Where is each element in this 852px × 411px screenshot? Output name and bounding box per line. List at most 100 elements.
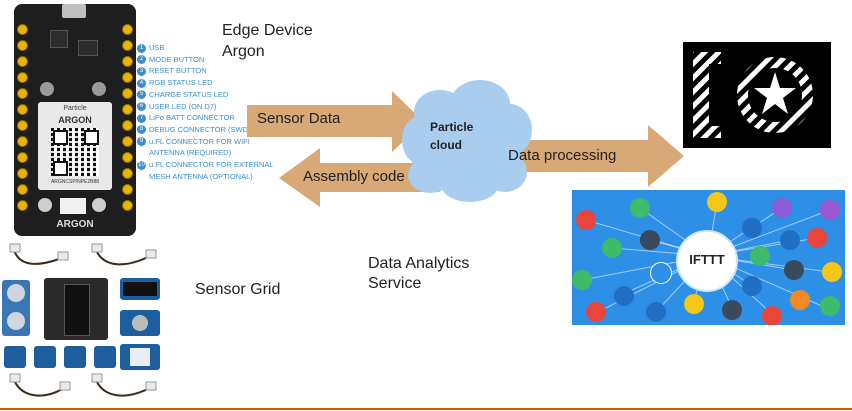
star-icon	[586, 302, 606, 322]
tv-icon	[822, 262, 842, 282]
adafruit-star-icon	[754, 72, 796, 114]
sensor-data-label: Sensor Data	[257, 110, 341, 127]
board-pin	[17, 72, 28, 83]
list-icon	[576, 210, 596, 230]
adafruit-io-logo	[683, 42, 831, 148]
analytics-label-line1: Data Analytics	[368, 255, 470, 272]
people-icon	[750, 246, 770, 266]
data-processing-arrow	[497, 125, 684, 187]
calendar-icon	[780, 230, 800, 250]
particle-cloud-shape	[402, 80, 532, 202]
data-processing-label: Data processing	[508, 147, 617, 164]
legend-number: 6	[137, 102, 146, 112]
reset-button	[92, 82, 106, 96]
board-pin	[122, 200, 133, 211]
legend-label: LiPo BATT CONNECTOR	[149, 113, 235, 123]
chart-icon	[820, 296, 840, 316]
board-pin	[17, 24, 28, 35]
mail-icon	[614, 286, 634, 306]
board-pin	[122, 40, 133, 51]
small-sensor	[4, 346, 26, 368]
board-pin	[122, 72, 133, 83]
legend-label: CHARGE STATUS LED	[149, 89, 229, 99]
chip	[50, 30, 68, 48]
antenna-connector	[38, 198, 52, 212]
board-pin	[122, 24, 133, 35]
qr-code	[51, 128, 99, 176]
sensor-grid-label: Sensor Grid	[195, 281, 281, 298]
cloud-label-line1: Particle	[430, 120, 474, 134]
legend-label: USB	[149, 43, 165, 52]
trophy-icon	[650, 262, 672, 284]
navigation-icon	[742, 276, 762, 296]
chip	[78, 40, 98, 56]
battery-connector	[60, 198, 86, 214]
board-pin	[17, 184, 28, 195]
menu-icon	[772, 198, 792, 218]
call-icon	[742, 218, 762, 238]
ultrasonic-sensor	[2, 280, 30, 336]
adafruit-io-logo-art	[693, 52, 813, 138]
board-pin	[122, 136, 133, 147]
ifttt-banner: IFTTT	[572, 190, 845, 325]
board-pin	[17, 152, 28, 163]
legend-number: 8	[137, 125, 146, 135]
cloud-icon	[646, 302, 666, 322]
legend-label: ANTENNA (REQUIRED)	[149, 148, 232, 158]
board-pin	[122, 56, 133, 67]
board-pin	[17, 136, 28, 147]
board-pin	[17, 88, 28, 99]
small-sensor	[34, 346, 56, 368]
legend-item: MESH ANTENNA (OPTIONAL)	[137, 172, 253, 182]
car-icon	[640, 230, 660, 250]
cloud-label-line2: cloud	[430, 138, 462, 152]
temp-humidity-sensor	[120, 344, 160, 370]
legend-label: USER LED (ON D7)	[149, 101, 217, 111]
legend-label: RGB STATUS LED	[149, 78, 213, 88]
antenna-connector	[92, 198, 106, 212]
legend-number: 4	[137, 78, 146, 88]
legend-label: RESET BUTTON	[149, 66, 207, 76]
legend-number: 5	[137, 90, 146, 100]
analytics-label-line2: Service	[368, 275, 422, 292]
board-pin	[17, 104, 28, 115]
legend-number: 9	[137, 137, 146, 147]
sun-icon	[707, 192, 727, 212]
chat-icon	[572, 270, 592, 290]
display-module	[120, 278, 160, 300]
home-icon	[807, 228, 827, 248]
dashboard-icon	[722, 300, 742, 320]
board-pin	[122, 120, 133, 131]
board-pin	[122, 104, 133, 115]
legend-label: u.FL CONNECTOR FOR EXTERNAL	[149, 160, 274, 169]
board-pin	[17, 56, 28, 67]
board-pin	[122, 88, 133, 99]
music-icon	[790, 290, 810, 310]
legend-number: 3	[137, 66, 146, 76]
legend-label: MESH ANTENNA (OPTIONAL)	[149, 171, 253, 181]
sensor-cables	[9, 243, 157, 397]
board-pin	[17, 40, 28, 51]
legend-item: ANTENNA (REQUIRED)	[137, 148, 231, 158]
argon-board-image: Particle ARGON ARGNCSP/NPE2B88 ARGON	[14, 4, 136, 236]
board-model: ARGON	[58, 115, 92, 125]
legend-label: DEBUG CONNECTOR (SWD)	[149, 124, 251, 134]
legend-number: 10	[137, 160, 146, 170]
usb-port	[62, 4, 86, 18]
board-serial: ARGNCSP/NPE2B88	[50, 179, 100, 185]
board-pin	[17, 200, 28, 211]
camera-icon	[762, 306, 782, 325]
board-pin	[122, 168, 133, 179]
ifttt-label: IFTTT	[689, 252, 725, 267]
rotary-sensor	[120, 310, 160, 336]
board-pin	[17, 120, 28, 131]
legend-label: u.FL CONNECTOR FOR WIFI	[149, 136, 250, 146]
